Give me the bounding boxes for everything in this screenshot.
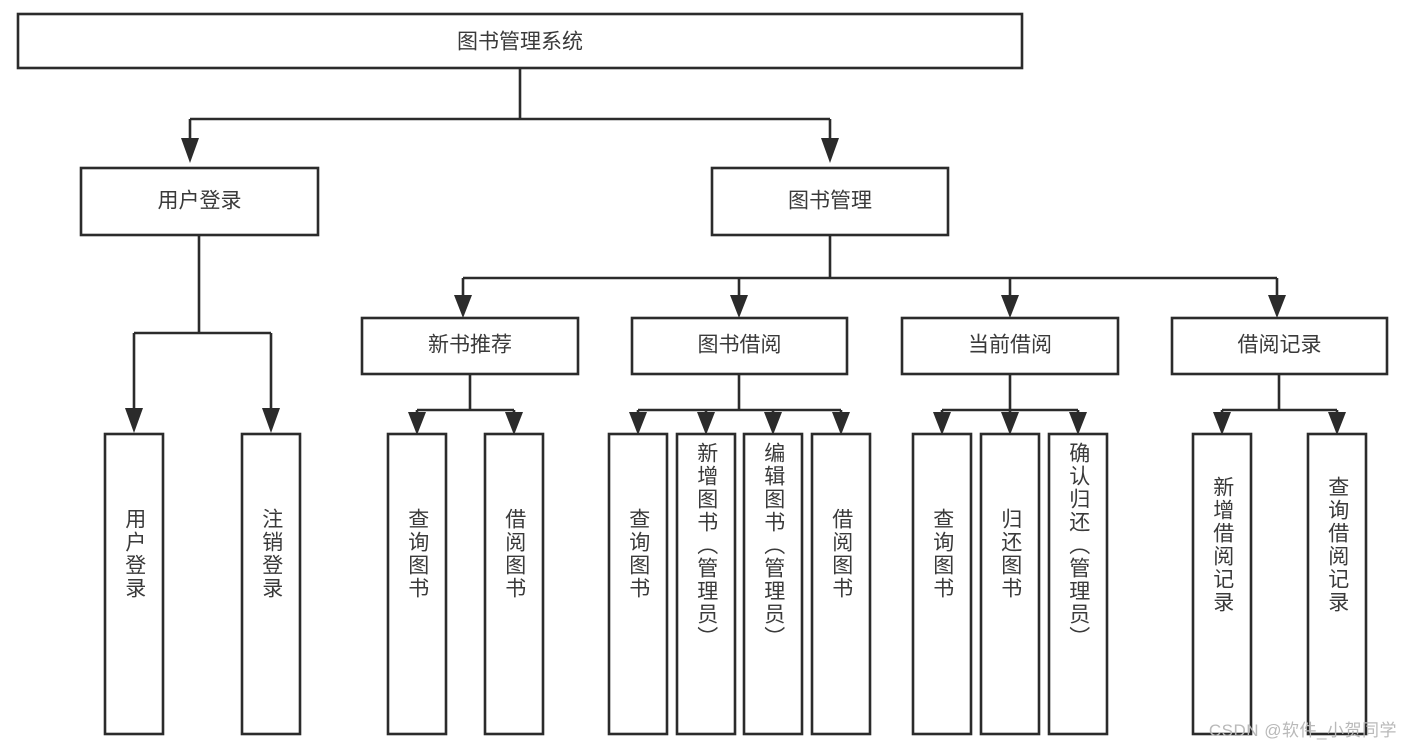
arrowhead-level3-4 [1268,295,1286,318]
node-borrow-record[interactable]: 借阅记录 [1170,316,1389,376]
node-book-borrow-box [630,316,849,376]
leaf-box-current-borrow-2[interactable] [1047,432,1109,736]
arrowhead-nbr-2 [505,412,523,435]
watermark-text: CSDN @软件_小贺同学 [1208,721,1397,740]
leaf-box-user-login-1[interactable] [240,432,302,736]
arrowhead-level2-2 [821,138,839,163]
node-borrow-record-label: 借阅记录 [1238,334,1322,357]
node-new-book-recommend-box [360,316,580,376]
arrowhead-level3-3 [1001,295,1019,318]
leaf-box-book-borrow-3[interactable] [810,432,872,736]
arrowhead-cb-2 [1001,412,1019,435]
node-user-login[interactable]: 用户登录 [79,166,320,237]
node-current-borrow[interactable]: 当前借阅 [900,316,1120,376]
leaf-box-new-book-recommend-1[interactable] [483,432,545,736]
leaf-box-book-borrow-1[interactable] [675,432,737,736]
node-root-label: 图书管理系统 [457,31,583,54]
arrowhead-cb-3 [1069,412,1087,435]
arrowhead-level3-2 [730,295,748,318]
arrowhead-nbr-1 [408,412,426,435]
arrowhead-user-login-1 [125,408,143,433]
node-current-borrow-label: 当前借阅 [968,334,1052,357]
arrowhead-cb-1 [933,412,951,435]
arrowhead-br-2 [1328,412,1346,435]
node-new-book-recommend-label: 新书推荐 [428,334,512,357]
arrowhead-bb-3 [764,412,782,435]
arrowhead-bb-2 [697,412,715,435]
leaf-box-borrow-record-1[interactable] [1306,432,1368,736]
node-book-management-box [710,166,950,237]
node-user-login-label: 用户登录 [158,190,242,213]
leaf-box-user-login-0[interactable] [103,432,165,736]
node-new-book-recommend[interactable]: 新书推荐 [360,316,580,376]
node-book-borrow[interactable]: 图书借阅 [630,316,849,376]
node-borrow-record-box [1170,316,1389,376]
node-current-borrow-box [900,316,1120,376]
leaf-box-book-borrow-0[interactable] [607,432,669,736]
arrowhead-level2-1 [181,138,199,163]
leaf-box-borrow-record-0[interactable] [1191,432,1253,736]
node-root[interactable]: 图书管理系统 [16,12,1024,70]
node-book-management-label: 图书管理 [788,190,872,213]
leaf-box-new-book-recommend-0[interactable] [386,432,448,736]
leaf-box-book-borrow-2[interactable] [742,432,804,736]
arrowhead-bb-1 [629,412,647,435]
arrowhead-br-1 [1213,412,1231,435]
leaf-box-current-borrow-0[interactable] [911,432,973,736]
arrowhead-bb-4 [832,412,850,435]
node-book-borrow-label: 图书借阅 [698,334,782,357]
arrowhead-level3-1 [454,295,472,318]
leaf-box-current-borrow-1[interactable] [979,432,1041,736]
arrowhead-user-login-2 [262,408,280,433]
node-book-management[interactable]: 图书管理 [710,166,950,237]
node-root-box [16,12,1024,70]
